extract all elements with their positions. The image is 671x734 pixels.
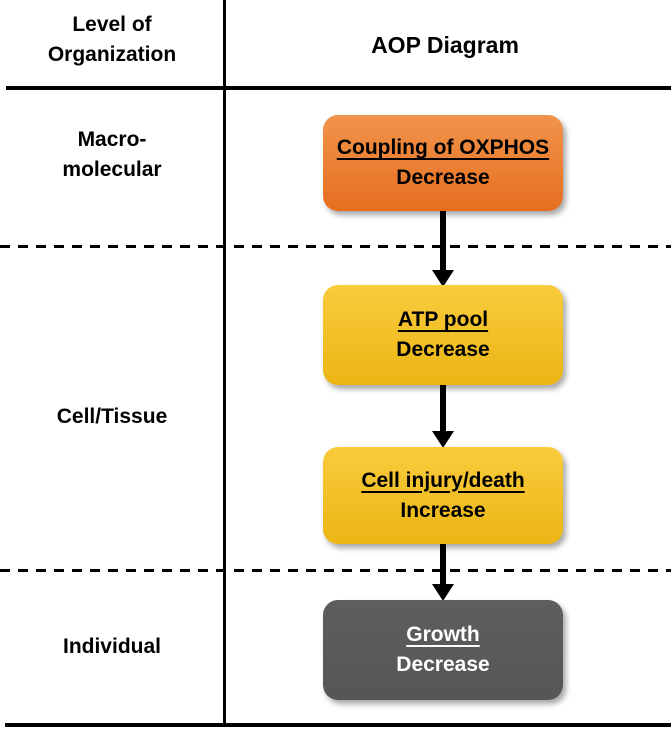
column-divider-line xyxy=(223,0,226,727)
bottom-border-line xyxy=(5,723,671,727)
node-cell-injury-death: Cell injury/death Increase xyxy=(323,447,563,544)
node-change-direction: Increase xyxy=(400,498,486,522)
level-divider-dashed-line-1 xyxy=(0,245,671,248)
level-label-macromolecular: Macro- molecular xyxy=(0,125,224,185)
arrow-shaft xyxy=(440,544,446,584)
node-growth: Growth Decrease xyxy=(323,600,563,700)
left-column-header: Level of Organization xyxy=(0,10,224,70)
diagram-title: AOP Diagram xyxy=(371,32,519,58)
down-arrow-connector-3 xyxy=(432,544,454,601)
arrow-head-icon xyxy=(432,584,454,601)
node-label: ATP pool xyxy=(397,308,489,331)
node-label: Growth xyxy=(406,623,480,646)
node-coupling-of-oxphos: Coupling of OXPHOS Decrease xyxy=(323,115,563,211)
left-column-header-line1: Level of xyxy=(72,13,152,36)
node-change-direction: Decrease xyxy=(396,338,490,361)
level-label-macromolecular-line2: molecular xyxy=(62,158,162,181)
node-label: Coupling of OXPHOS xyxy=(336,136,550,159)
node-change-direction: Decrease xyxy=(396,653,490,676)
level-label-macromolecular-line1: Macro- xyxy=(77,128,147,151)
node-atp-pool: ATP pool Decrease xyxy=(323,285,563,385)
node-label: Cell injury/death xyxy=(361,468,525,492)
arrow-head-icon xyxy=(432,431,454,448)
arrow-head-icon xyxy=(432,270,454,287)
arrow-shaft xyxy=(440,385,446,431)
level-divider-dashed-line-2 xyxy=(0,569,671,572)
level-label-individual: Individual xyxy=(62,635,161,658)
header-separator-line xyxy=(6,86,671,90)
down-arrow-connector-2 xyxy=(432,385,454,448)
level-label-cell-tissue: Cell/Tissue xyxy=(56,405,168,428)
arrow-shaft xyxy=(440,211,446,270)
left-column-header-line2: Organization xyxy=(47,43,177,66)
node-change-direction: Decrease xyxy=(396,166,490,189)
down-arrow-connector-1 xyxy=(432,211,454,287)
